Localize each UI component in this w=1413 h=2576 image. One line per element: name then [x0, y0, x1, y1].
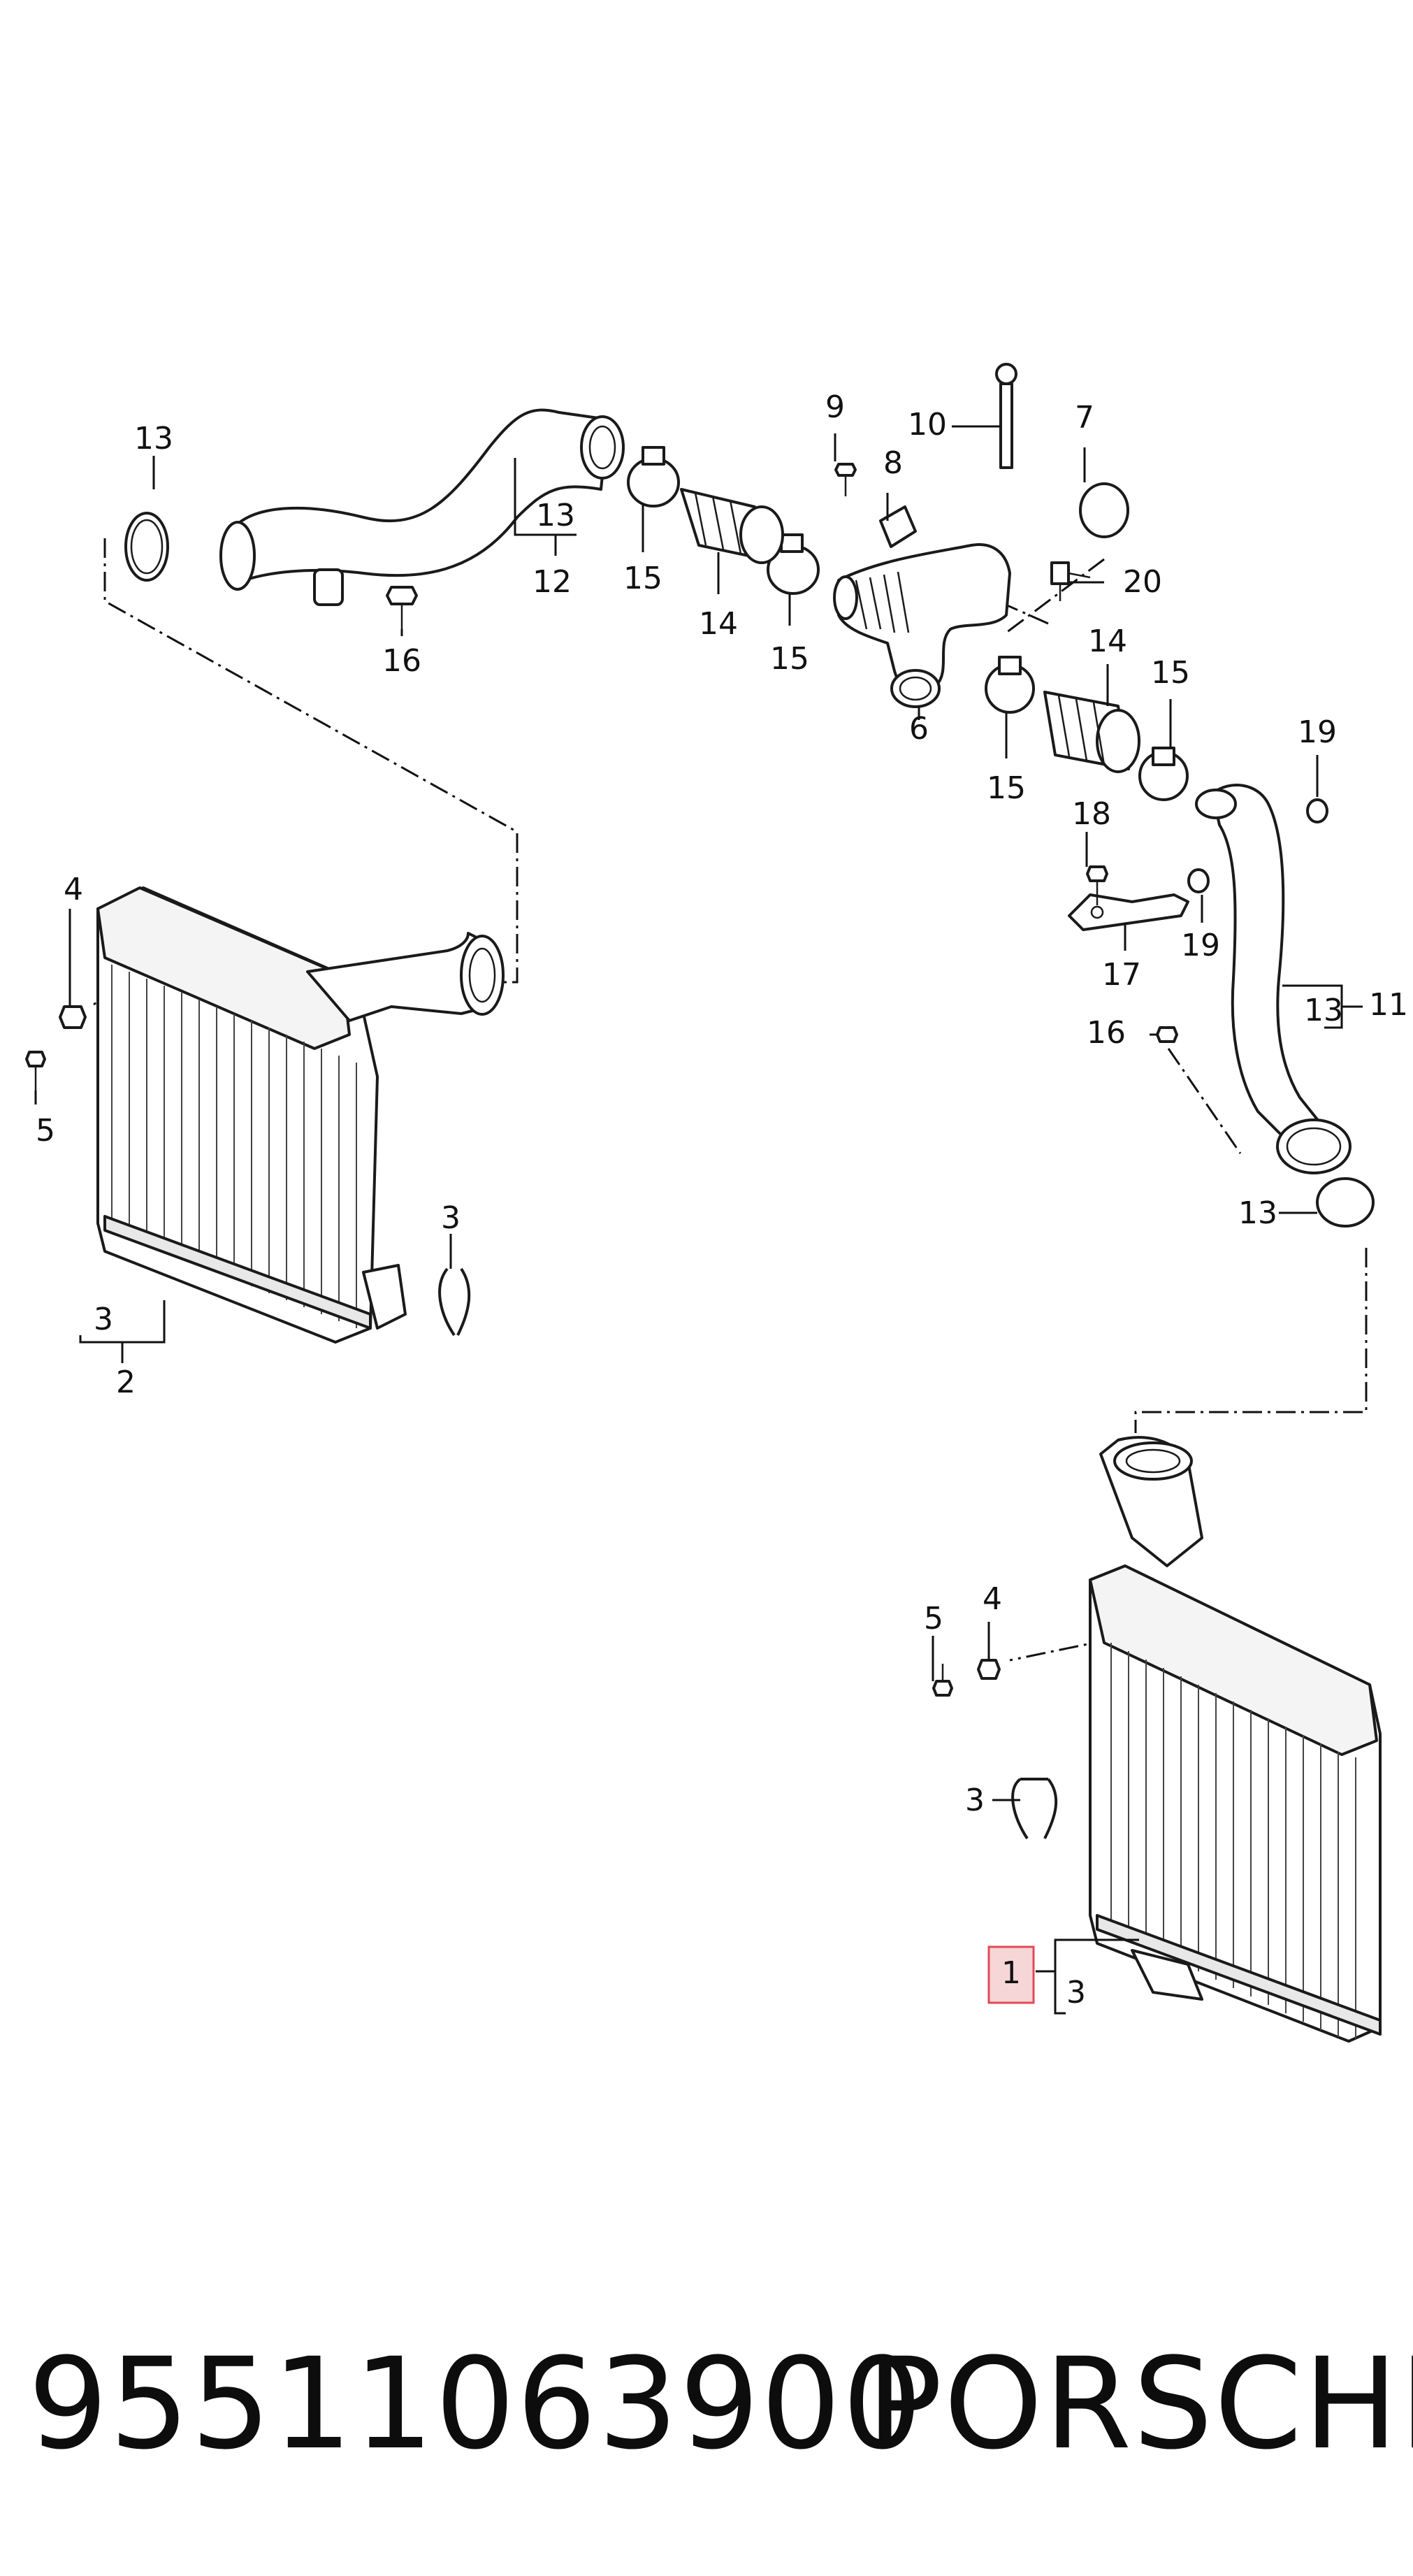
callout-8: 8 [883, 445, 903, 481]
right-core-fins [1110, 1643, 1356, 2038]
callout-13: 13 [536, 498, 575, 533]
callout-6: 6 [909, 711, 929, 747]
callout-3: 3 [441, 1200, 461, 1236]
callout-20: 20 [1123, 564, 1162, 600]
callout-7: 7 [1075, 400, 1094, 436]
callout-16: 16 [382, 643, 421, 679]
callout-3: 3 [965, 1783, 985, 1818]
intercooler-right [1089, 1436, 1382, 2043]
leader-lines [34, 425, 1363, 2015]
callout-15: 15 [770, 641, 809, 677]
callout-18: 18 [1072, 796, 1111, 832]
callout-2: 2 [116, 1365, 136, 1400]
intercooler-left [96, 886, 505, 1344]
y-pipe-6 [833, 543, 1011, 708]
callout-3: 3 [94, 1302, 113, 1337]
callout-4: 4 [64, 872, 83, 907]
charge-pipe-left [124, 408, 625, 606]
part-number-label: 95511063900 [28, 2331, 924, 2477]
callout-19: 19 [1298, 714, 1337, 750]
fasteners-right [932, 1659, 1001, 1697]
callout-5: 5 [924, 1601, 943, 1636]
callout-17: 17 [1102, 957, 1141, 993]
bolt-16-upper [386, 586, 418, 629]
callout-10: 10 [908, 407, 947, 442]
left-core-fins [111, 965, 357, 1328]
callout-1: 1 [1001, 1955, 1021, 1991]
callout-12: 12 [532, 564, 572, 600]
bellows-14 [680, 488, 1140, 773]
callout-14: 14 [699, 606, 738, 642]
callout-14: 14 [1088, 624, 1127, 659]
brand-label: PORSCHE [867, 2331, 1413, 2477]
callout-4: 4 [983, 1581, 1002, 1617]
clip-3-right [1011, 1778, 1058, 1840]
callout-3: 3 [1066, 1975, 1086, 2010]
callout-15: 15 [623, 561, 662, 596]
callout-labels: 13 13 12 16 15 14 15 9 8 10 7 20 6 14 15… [36, 389, 1408, 2010]
charge-pipe-right [1156, 784, 1375, 1228]
fasteners-left [25, 1005, 87, 1091]
callout-9: 9 [825, 389, 845, 425]
callout-15: 15 [987, 770, 1026, 806]
callout-19: 19 [1181, 928, 1220, 963]
callout-11: 11 [1369, 987, 1408, 1023]
part-1-highlight [987, 1945, 1035, 2004]
callout-5: 5 [36, 1113, 55, 1149]
callout-13: 13 [134, 421, 173, 456]
clip-3-left [438, 1267, 471, 1337]
clamps-15 [627, 446, 1189, 801]
callout-13: 13 [1304, 993, 1343, 1028]
small-fittings [834, 363, 1129, 601]
bracket-17 [1068, 798, 1328, 931]
callout-15: 15 [1151, 655, 1190, 691]
callout-16: 16 [1087, 1015, 1126, 1051]
callout-13: 13 [1238, 1195, 1277, 1231]
